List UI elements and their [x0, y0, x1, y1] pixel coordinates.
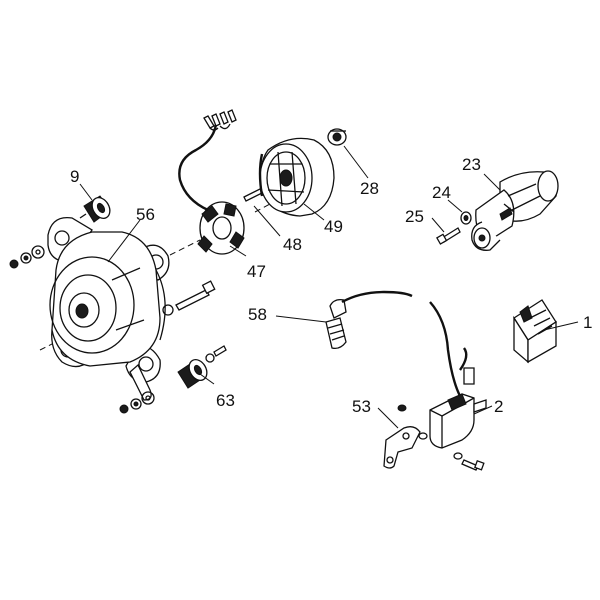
housing-fasteners-left [9, 245, 45, 269]
part-25-bolt [436, 227, 461, 245]
callout-1: 1 [583, 313, 592, 332]
housing-fasteners-bottom [119, 391, 155, 414]
part-56-housing [47, 216, 170, 401]
callout-53: 53 [352, 397, 371, 416]
part-9-damper [79, 195, 111, 223]
part-1-regulator [513, 299, 557, 364]
part-2-ignition-coil [429, 393, 487, 449]
coil-mounting-screw [453, 452, 485, 471]
part-23-starter-motor [471, 170, 559, 251]
callout-56: 56 [136, 205, 155, 224]
callout-28: 28 [360, 179, 379, 198]
callout-63: 63 [216, 391, 235, 410]
callout-labels: 9 56 47 48 49 28 23 24 25 1 58 2 53 63 [70, 155, 592, 416]
part-24-washer [460, 211, 472, 225]
callout-2: 2 [494, 397, 503, 416]
housing-long-bolt [162, 280, 216, 316]
callout-58: 58 [248, 305, 267, 324]
callout-48: 48 [283, 235, 302, 254]
callout-23: 23 [462, 155, 481, 174]
part-63-damper [177, 345, 227, 389]
callout-49: 49 [324, 217, 343, 236]
leader-lines [79, 145, 579, 429]
part-49-flywheel [258, 137, 335, 217]
part-47-stator [178, 123, 245, 255]
callout-47: 47 [247, 262, 266, 281]
callout-25: 25 [405, 207, 424, 226]
stator-wire-connectors [203, 109, 237, 131]
callout-9: 9 [70, 167, 79, 186]
part-53-bracket [383, 404, 428, 469]
callout-24: 24 [432, 183, 451, 202]
part-28-nut [327, 128, 347, 146]
part-58-spark-plug-cap [325, 290, 475, 397]
